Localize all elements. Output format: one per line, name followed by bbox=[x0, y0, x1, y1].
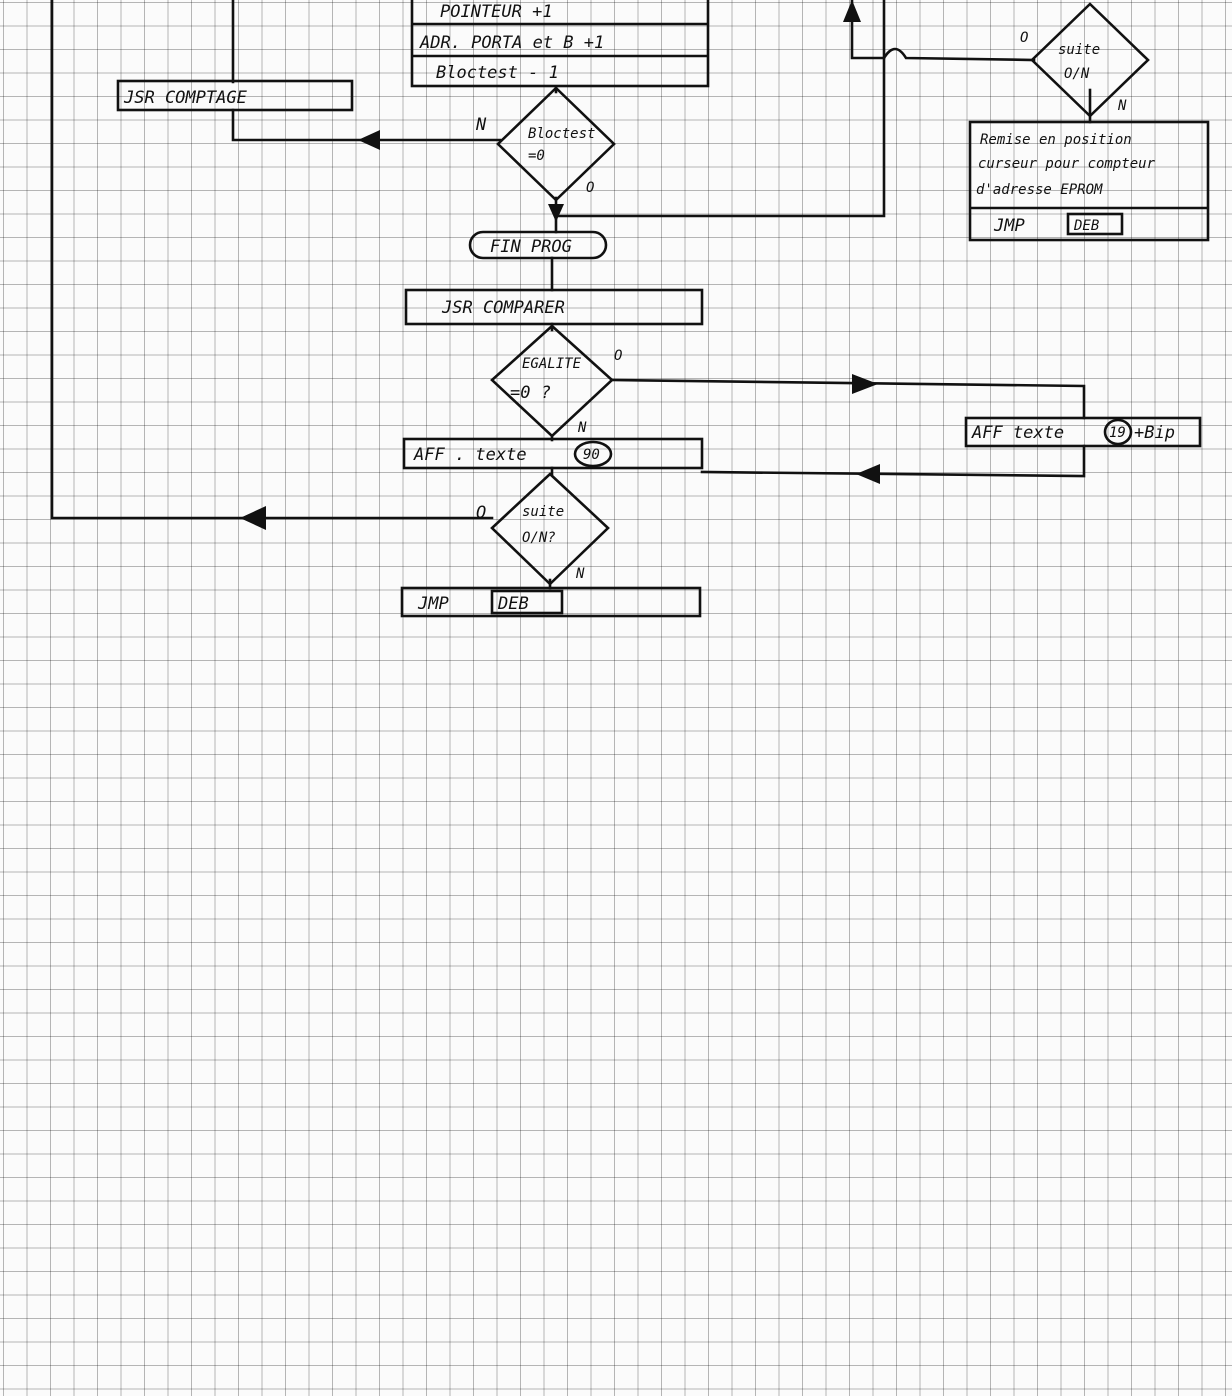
remise-line2: curseur pour compteur bbox=[978, 156, 1156, 172]
remise-line3: d'adresse EPROM bbox=[976, 182, 1103, 198]
aff-texte-19-label: AFF texte bbox=[971, 423, 1064, 443]
egalite-yes-label: O bbox=[614, 348, 622, 364]
aff-texte-90-label: AFF . texte bbox=[413, 445, 527, 465]
aff-texte-90-num: 90 bbox=[583, 447, 600, 463]
fin-prog-terminator: FIN PROG bbox=[468, 230, 608, 260]
bloctest-line2: =0 bbox=[528, 148, 545, 164]
suite-bottom-yes-label: O bbox=[476, 503, 486, 523]
jsr-comptage-text: JSR COMPTAGE bbox=[123, 88, 248, 108]
pointeur-text: POINTEUR +1 bbox=[440, 2, 553, 22]
arrow-right-egalite bbox=[852, 374, 878, 394]
suite-top-line1: suite bbox=[1058, 42, 1100, 58]
suite-top-no-label: N bbox=[1117, 98, 1127, 114]
aff-texte-19-num: 19 bbox=[1109, 425, 1126, 441]
fin-prog-text: FIN PROG bbox=[490, 237, 572, 257]
jmp2-target-text: DEB bbox=[1073, 218, 1099, 234]
egalite-no-label: N bbox=[577, 420, 587, 436]
top-process-block: POINTEUR +1 ADR. PORTA et B +1 Bloctest … bbox=[410, 0, 710, 88]
bloctest-no-line bbox=[231, 108, 502, 142]
adr-porta-text: ADR. PORTA et B +1 bbox=[419, 33, 604, 53]
remise-line1: Remise en position bbox=[980, 132, 1132, 148]
arrow-left-aff19 bbox=[856, 464, 880, 484]
jmp-deb-box: JMP DEB bbox=[400, 586, 702, 618]
egalite-line1: EGALITE bbox=[522, 356, 582, 372]
suite-top-yes-label: O bbox=[1020, 30, 1028, 46]
jmp-target-text: DEB bbox=[497, 594, 529, 614]
aff19-return-line bbox=[700, 444, 1086, 478]
suite-top-decision: suite O/N O N bbox=[1020, 2, 1150, 118]
arrow-down-bloctest bbox=[548, 204, 564, 222]
egalite-yes-line bbox=[610, 378, 1086, 420]
bloctest-yes-label: O bbox=[586, 180, 594, 196]
jmp2-target-frame bbox=[1066, 212, 1124, 236]
bloctest-no-label: N bbox=[475, 115, 487, 135]
jmp-text: JMP bbox=[417, 594, 449, 614]
egalite-decision: EGALITE =0 ? O N bbox=[490, 324, 622, 438]
remise-box: Remise en position curseur pour compteur… bbox=[968, 120, 1210, 242]
bloctest-line1: Bloctest bbox=[528, 126, 595, 142]
jsr-comparer-text: JSR COMPARER bbox=[441, 298, 565, 318]
egalite-line2: =0 ? bbox=[510, 383, 551, 403]
jsr-comparer-box: JSR COMPARER bbox=[404, 288, 704, 326]
suite-bottom-decision: suite O/N? O N bbox=[476, 472, 610, 586]
top-process-outline bbox=[410, 0, 710, 88]
left-loop-line bbox=[50, 0, 494, 520]
aff-texte-19-box: AFF texte 19 +Bip bbox=[964, 416, 1202, 448]
suite-bottom-line1: suite bbox=[522, 504, 564, 520]
suite-top-line2: O/N bbox=[1064, 66, 1090, 82]
arrow-left-bloctest bbox=[358, 130, 380, 150]
jmp-target-frame bbox=[490, 589, 564, 615]
arrow-up-right bbox=[843, 0, 861, 22]
right-return-line bbox=[554, 0, 886, 218]
aff-texte-19-suffix: +Bip bbox=[1134, 423, 1175, 443]
arrow-left-suite bbox=[240, 506, 266, 530]
suite-bottom-line2: O/N? bbox=[522, 530, 556, 546]
suite-bottom-no-label: N bbox=[575, 566, 585, 582]
bloctest-decision: Bloctest =0 N O bbox=[475, 86, 616, 202]
jsr-comptage-box: JSR COMPTAGE bbox=[116, 79, 354, 112]
arrows bbox=[240, 0, 880, 530]
top-right-bridge-line bbox=[850, 0, 1036, 62]
jmp2-text: JMP bbox=[993, 216, 1025, 236]
aff-texte-90-box: AFF . texte 90 bbox=[402, 437, 704, 470]
bloctest-minus-text: Bloctest - 1 bbox=[436, 63, 559, 83]
aff-texte-90-circle bbox=[573, 440, 613, 468]
aff-texte-19-circle bbox=[1103, 418, 1133, 446]
